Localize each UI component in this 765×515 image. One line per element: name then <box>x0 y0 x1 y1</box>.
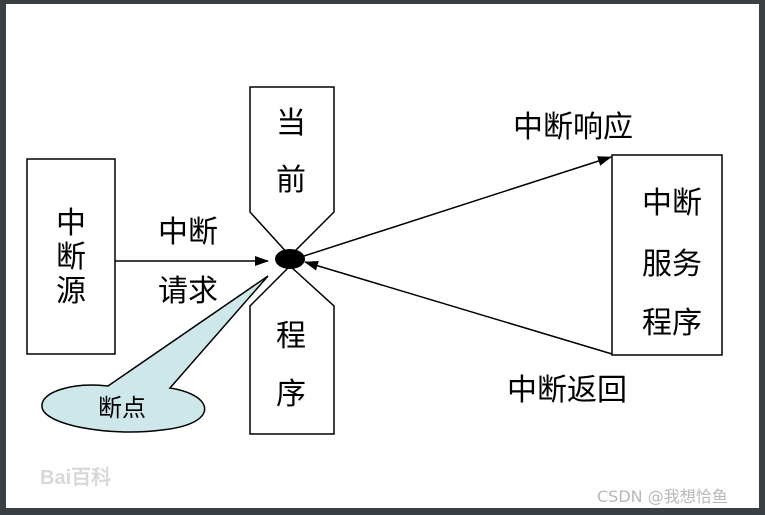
response-arrow <box>303 156 612 257</box>
response-label: 中断响应 <box>513 110 633 145</box>
program-bottom-char-1: 程 <box>276 319 306 354</box>
program-shape-top <box>249 86 335 258</box>
interrupt-source-char-1: 中 <box>56 206 86 241</box>
breakpoint-callout <box>41 275 269 433</box>
breakpoint-label: 断点 <box>98 394 146 422</box>
baidu-watermark: Bai百科 <box>40 465 111 489</box>
interrupt-source-char-3: 源 <box>56 274 86 309</box>
program-top-char-2: 前 <box>276 163 306 198</box>
program-shape-bottom <box>249 264 335 435</box>
service-line-2: 服务 <box>642 247 702 282</box>
csdn-watermark: CSDN @我想恰鱼 <box>597 487 728 506</box>
service-line-1: 中断 <box>642 186 702 221</box>
service-routine-box <box>611 154 723 356</box>
return-arrow <box>304 260 613 355</box>
request-label-line-1: 中断 <box>158 215 218 250</box>
breakpoint-dot <box>275 249 305 269</box>
request-label-line-2: 请求 <box>158 274 218 309</box>
program-top-char-1: 当 <box>276 106 306 141</box>
interrupt-source-char-2: 断 <box>56 240 86 275</box>
return-label: 中断返回 <box>507 373 627 408</box>
program-bottom-char-2: 序 <box>276 377 306 412</box>
service-line-3: 程序 <box>642 306 702 341</box>
interrupt-source-box <box>26 158 116 355</box>
